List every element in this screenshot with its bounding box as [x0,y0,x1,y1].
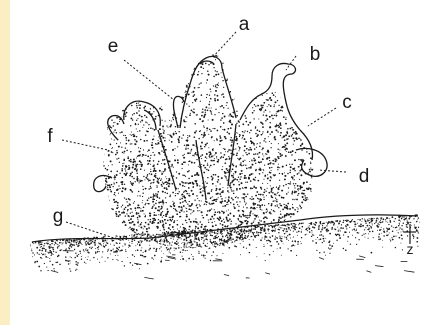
leader-a [212,32,236,58]
leader-c [308,108,336,126]
leader-e [124,60,174,100]
label-b: b [310,44,321,65]
ground-stipple [30,214,420,279]
label-d: d [359,166,370,187]
label-f: f [47,126,53,147]
ground-line [32,215,418,242]
left-strip [0,0,10,325]
scale-label: z [407,241,414,257]
label-group: a b c d e f g [47,14,369,227]
label-g: g [53,206,64,227]
leader-d [318,170,346,172]
leader-f [62,140,108,150]
label-a: a [239,14,250,35]
scale-indicator: z [404,224,416,257]
stipple-texture [91,51,333,253]
label-e: e [108,36,119,57]
leader-g [66,222,120,240]
label-c: c [342,92,352,113]
